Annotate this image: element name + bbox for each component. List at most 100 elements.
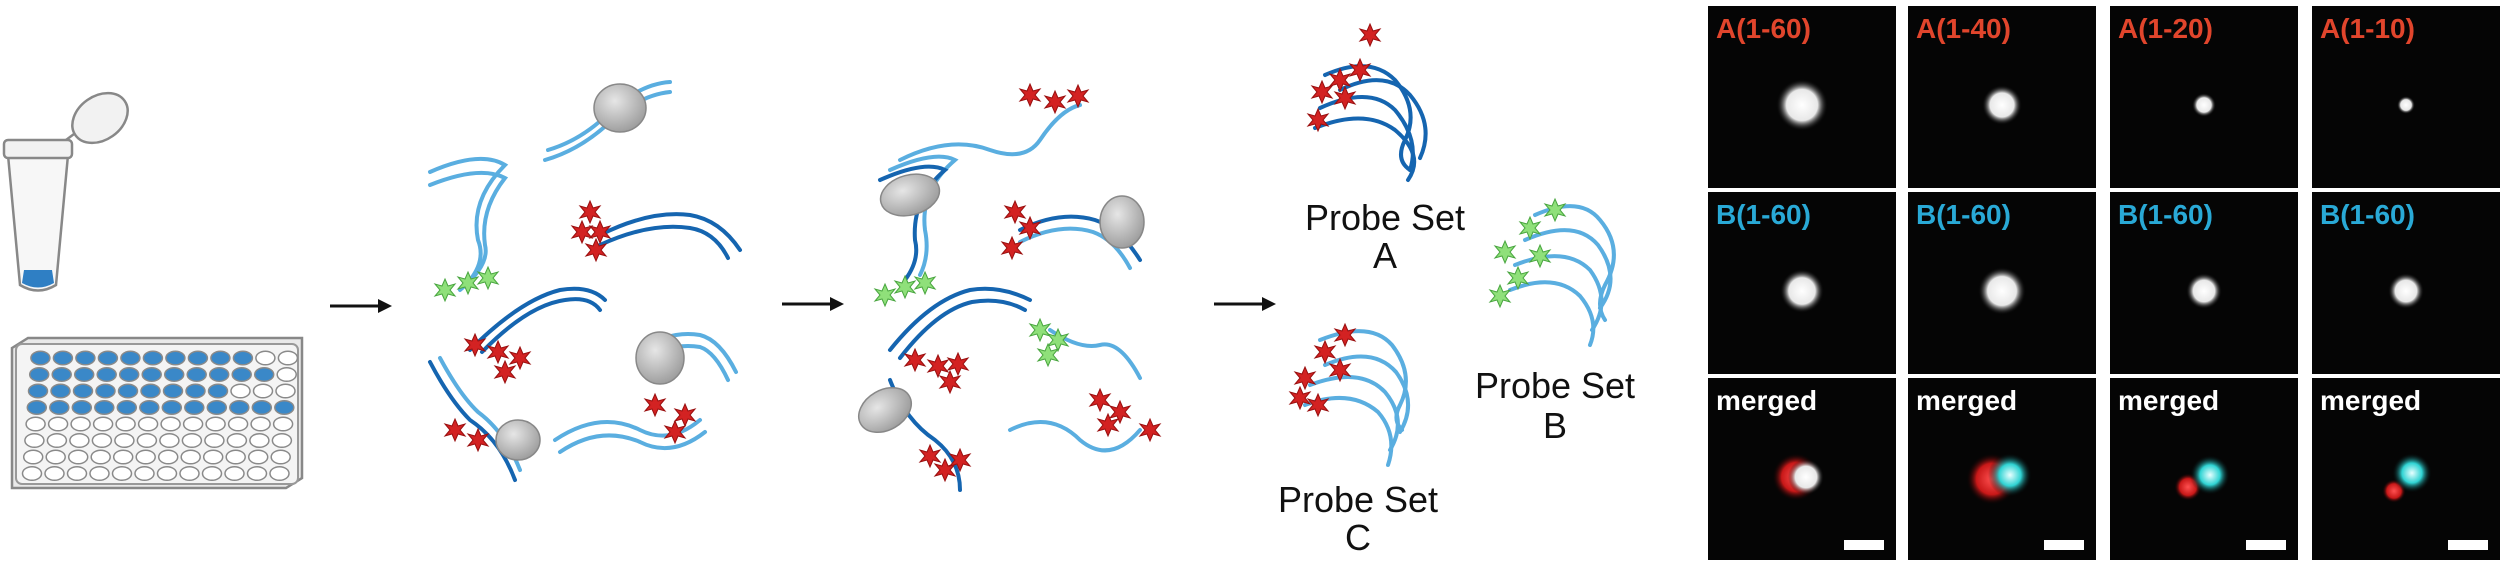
micrograph-panel: merged xyxy=(1908,378,2096,560)
panel-label-merged: merged xyxy=(1716,385,1817,416)
plate-well xyxy=(73,366,95,383)
micrograph-panel: A(1-20) xyxy=(2110,6,2298,188)
plate-well xyxy=(75,350,96,366)
plate-well xyxy=(272,416,294,432)
plate-well xyxy=(201,465,223,482)
plate-well xyxy=(231,366,252,383)
plate-well xyxy=(52,350,74,366)
fluorescent-spot xyxy=(2392,453,2432,493)
plate-well xyxy=(111,465,133,482)
plate-well xyxy=(246,465,268,482)
plate-well xyxy=(159,432,180,449)
plate-well xyxy=(89,465,110,482)
micrograph-panel: A(1-10) xyxy=(2312,6,2500,188)
panel-label-merged: merged xyxy=(2118,385,2219,416)
plate-well xyxy=(251,399,273,416)
plate-well xyxy=(27,383,49,399)
fluorescent-spot xyxy=(1988,453,2032,497)
plate-well xyxy=(46,432,68,449)
microcentrifuge-tube-icon xyxy=(2,91,129,292)
panel-label-a: A(1-60) xyxy=(1716,13,1811,44)
plate-well xyxy=(139,399,160,416)
plate-well xyxy=(156,465,178,482)
micrograph-panel: A(1-60) xyxy=(1708,6,1896,188)
plate-well xyxy=(30,350,51,366)
fluorescent-spot xyxy=(2190,455,2230,495)
plate-well xyxy=(69,432,90,449)
micrograph-panel: A(1-40) xyxy=(1908,6,2096,188)
panel-label-a: A(1-40) xyxy=(1916,13,2011,44)
plate-well xyxy=(115,416,136,432)
plate-well xyxy=(182,416,204,432)
probe-set-a-graphic xyxy=(1307,23,1428,182)
panel-label-a: A(1-10) xyxy=(2320,13,2415,44)
plate-well xyxy=(137,416,159,432)
plate-well xyxy=(247,449,269,465)
plate-well xyxy=(276,366,297,383)
panel-label-merged: merged xyxy=(1916,385,2017,416)
plate-well xyxy=(24,432,45,449)
plate-well xyxy=(117,383,139,399)
probe-set-b-label-line1: Probe Set xyxy=(1475,365,1635,406)
plate-well xyxy=(205,416,226,432)
fluorescent-spot xyxy=(2192,93,2216,117)
plate-well xyxy=(95,383,116,399)
fluorescent-spot xyxy=(1780,269,1824,313)
plate-well xyxy=(28,366,50,383)
scale-bar-icon xyxy=(1844,540,1884,550)
plate-well xyxy=(232,350,254,366)
plate-well xyxy=(134,465,155,482)
plate-well xyxy=(180,449,201,465)
scale-bar-icon xyxy=(2044,540,2084,550)
plate-well xyxy=(250,416,271,432)
fluorescent-spot xyxy=(1978,267,2026,315)
probe-set-b-label-line2: B xyxy=(1543,405,1567,446)
plate-well xyxy=(160,416,181,432)
right-arrow-icon-3 xyxy=(1214,297,1276,311)
plate-well xyxy=(142,350,164,366)
plate-well xyxy=(270,449,291,465)
probe-set-c-graphic xyxy=(1289,323,1411,467)
microscopy-panel-grid: A(1-60) B(1-60) merged A(1-40) B(1-60) merged… xyxy=(1708,6,2500,560)
plate-well xyxy=(185,383,206,399)
plate-well xyxy=(249,432,270,449)
plate-well xyxy=(255,350,276,366)
plate-well xyxy=(253,366,275,383)
plate-well xyxy=(179,465,200,482)
plate-well xyxy=(67,449,89,465)
plate-well xyxy=(157,449,179,465)
plate-well xyxy=(49,399,70,416)
fluorescent-spot xyxy=(2388,273,2424,309)
well-plate-icon xyxy=(10,336,304,490)
probe-set-c-label-line1: Probe Set xyxy=(1278,479,1438,520)
panel-label-b: B(1-60) xyxy=(1716,199,1811,230)
scale-bar-icon xyxy=(2448,540,2488,550)
plate-well xyxy=(226,432,248,449)
plate-well xyxy=(120,350,141,366)
panel-label-b: B(1-60) xyxy=(1916,199,2011,230)
plate-well xyxy=(21,465,43,482)
plate-well xyxy=(114,432,135,449)
panel-label-b: B(1-60) xyxy=(2320,199,2415,230)
plate-well xyxy=(116,399,138,416)
plate-well xyxy=(135,449,156,465)
plate-well xyxy=(165,350,186,366)
probe-mixture-2 xyxy=(858,83,1161,492)
plate-well xyxy=(269,465,290,482)
plate-well xyxy=(97,350,119,366)
plate-well xyxy=(252,383,274,399)
plate-well xyxy=(112,449,134,465)
fluorescent-spot xyxy=(1982,85,2022,125)
plate-well xyxy=(141,366,162,383)
probe-set-a-label-line2: A xyxy=(1373,235,1397,276)
plate-well xyxy=(25,416,46,432)
plate-well xyxy=(275,383,296,399)
plate-well xyxy=(66,465,88,482)
plate-well xyxy=(22,449,44,465)
plate-well xyxy=(51,366,72,383)
plate-well xyxy=(277,350,299,366)
plate-well xyxy=(230,383,251,399)
plate-well xyxy=(274,399,295,416)
plate-well xyxy=(91,432,113,449)
